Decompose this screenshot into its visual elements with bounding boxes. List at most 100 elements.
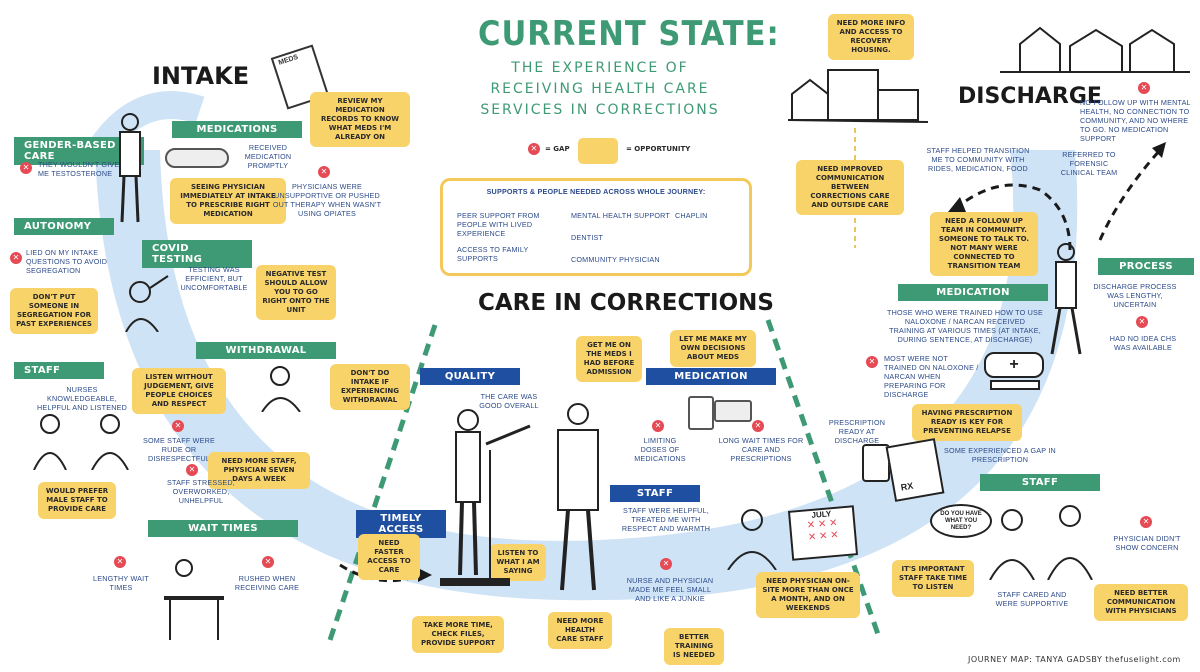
gap-icon: ✕	[318, 166, 330, 178]
physician-unsupportive-gap: PHYSICIANS WERE UNSUPPORTIVE OR PUSHED O…	[272, 182, 382, 218]
health-care-staff-note: NEED MORE HEALTH CARE STAFF	[548, 612, 612, 649]
staff-helped-text: STAFF HELPED TRANSITION ME TO COMMUNITY …	[926, 146, 1030, 173]
rx-gap-text: SOME EXPERIENCED A GAP IN PRESCRIPTION	[944, 446, 1056, 464]
buildings-illustration	[788, 69, 928, 123]
gap-icon: ✕	[172, 420, 184, 432]
gap-icon: ✕	[660, 558, 672, 570]
listen-judgement-note: LISTEN WITHOUT JUDGEMENT, GIVE PEOPLE CH…	[132, 368, 226, 414]
listen-note: LISTEN TO WHAT I AM SAYING	[490, 544, 546, 581]
take-time-listen-note: IT'S IMPORTANT STAFF TAKE TIME TO LISTEN	[892, 560, 974, 597]
physician-onsite-note: NEED PHYSICIAN ON-SITE MORE THAN ONCE A …	[756, 572, 860, 618]
support-item: MENTAL HEALTH SUPPORT	[571, 211, 670, 220]
gap-icon: ✕	[1140, 516, 1152, 528]
banner-staff-discharge: STAFF	[980, 474, 1100, 491]
banner-medication-discharge: MEDICATION	[898, 284, 1048, 301]
subtitle-line-1: THE EXPERIENCE OF	[511, 60, 689, 76]
covid-test-person-illustration	[125, 275, 169, 332]
person-discharge-illustration	[1050, 243, 1082, 355]
section-discharge: DISCHARGE	[958, 84, 1102, 109]
banner-wait-times: WAIT TIMES	[148, 520, 298, 537]
gap-icon: ✕	[186, 464, 198, 476]
support-item: COMMUNITY PHYSICIAN	[571, 255, 660, 264]
speech-bubble: DO YOU HAVE WHAT YOU NEED?	[930, 504, 992, 538]
staff-discharge-illustration	[989, 505, 1093, 580]
houses-illustration	[1000, 26, 1190, 73]
banner-autonomy: AUTONOMY	[14, 218, 114, 235]
withdrawal-note: DON'T DO INTAKE IF EXPERIENCING WITHDRAW…	[330, 364, 410, 410]
long-wait-gap: LONG WAIT TIMES FOR CARE AND PRESCRIPTIO…	[718, 436, 804, 463]
support-item: DENTIST	[571, 233, 604, 242]
legend-gap: = GAP	[545, 145, 570, 153]
own-decisions-note: LET ME MAKE MY OWN DECISIONS ABOUT MEDS	[670, 330, 756, 367]
recovery-housing-note: NEED MORE INFO AND ACCESS TO RECOVERY HO…	[828, 14, 914, 60]
male-staff-note: WOULD PREFER MALE STAFF TO PROVIDE CARE	[38, 482, 116, 519]
forensic-text: REFERRED TO FORENSIC CLINICAL TEAM	[1060, 150, 1118, 177]
rx-bottle-icon	[862, 444, 890, 482]
nurse-illustration	[727, 509, 777, 570]
gap-icon: ✕	[528, 143, 540, 155]
naloxone-gap: MOST WERE NOT TRAINED ON NALOXONE / NARC…	[884, 354, 979, 399]
blister-pack-icon	[714, 400, 752, 422]
negative-test-note: NEGATIVE TEST SHOULD ALLOW YOU TO GO RIG…	[256, 265, 336, 320]
gap-icon: ✕	[262, 556, 274, 568]
support-item: CHAPLIN	[675, 211, 708, 220]
calendar-icon: JULY ✕ ✕ ✕✕ ✕ ✕	[787, 505, 859, 561]
staff-rude-gap: SOME STAFF WERE RUDE OR DISRESPECTFUL	[143, 436, 215, 463]
nurses-text: NURSES KNOWLEDGEABLE, HELPFUL AND LISTEN…	[36, 385, 127, 412]
seeing-physician-note: SEEING PHYSICIAN IMMEDIATELY AT INTAKE T…	[170, 178, 286, 224]
better-training-note: BETTER TRAINING IS NEEDED	[664, 628, 724, 665]
improved-comm-note: NEED IMPROVED COMMUNICATION BETWEEN CORR…	[796, 160, 904, 215]
naloxone-kit-icon: +	[984, 352, 1044, 378]
staff-intake-illustration	[33, 414, 129, 470]
rx-relapse-note: HAVING PRESCRIPTION READY IS KEY FOR PRE…	[912, 404, 1022, 441]
gap-icon: ✕	[114, 556, 126, 568]
process-text: DISCHARGE PROCESS WAS LENGTHY, UNCERTAIN	[1093, 282, 1177, 309]
no-follow-up-gap: NO FOLLOW UP WITH MENTAL HEALTH, NO CONN…	[1080, 98, 1191, 143]
staff-stressed-gap: STAFF STRESSED, OVERWORKED, UNHELPFUL	[167, 478, 235, 505]
follow-up-team-note: NEED A FOLLOW UP TEAM IN COMMUNITY. SOME…	[930, 212, 1038, 276]
subtitle-line-3: SERVICES IN CORRECTIONS	[480, 102, 720, 118]
meds-before-admission-note: GET ME ON THE MEDS I HAD BEFORE ADMISSIO…	[576, 336, 642, 382]
banner-withdrawal: WITHDRAWAL	[196, 342, 336, 359]
waiting-person-illustration	[164, 559, 224, 640]
faster-access-note: NEED FASTER ACCESS TO CARE	[358, 534, 420, 580]
gap-icon: ✕	[1136, 316, 1148, 328]
banner-medication-care: MEDICATION	[646, 368, 776, 385]
syringe-icon	[990, 380, 1040, 390]
withdrawal-person-illustration	[261, 366, 301, 412]
wait-gap-1: LENGTHY WAIT TIMES	[93, 574, 149, 592]
gender-gap-text: THEY WOULDN'T GIVE ME TESTOSTERONE	[38, 160, 120, 178]
people-scale-illustration	[440, 403, 599, 591]
opportunity-swatch	[578, 138, 618, 164]
subtitle-line-2: RECEIVING HEALTH CARE	[490, 81, 710, 97]
person-intake-illustration	[119, 113, 141, 223]
support-item: ACCESS TO FAMILY SUPPORTS	[457, 245, 529, 263]
gap-icon: ✕	[866, 356, 878, 368]
covid-text: TESTING WAS EFFICIENT, BUT UNCOMFORTABLE	[180, 265, 248, 292]
rx-paper-icon: RX	[885, 438, 945, 502]
autonomy-gap-text: LIED ON MY INTAKE QUESTIONS TO AVOID SEG…	[26, 248, 108, 275]
review-records-note: REVIEW MY MEDICATION RECORDS TO KNOW WHA…	[310, 92, 410, 147]
staff-cared-text: STAFF CARED AND WERE SUPPORTIVE	[995, 590, 1069, 608]
more-time-note: TAKE MORE TIME, CHECK FILES, PROVIDE SUP…	[412, 616, 504, 653]
support-item: PEER SUPPORT FROM PEOPLE WITH LIVED EXPE…	[457, 211, 540, 238]
banner-quality: QUALITY	[420, 368, 520, 385]
received-meds-text: RECEIVED MEDICATION PROMPTLY	[244, 143, 292, 170]
gap-icon: ✕	[20, 162, 32, 174]
banner-staff-care: STAFF	[610, 485, 700, 502]
banner-medications: MEDICATIONS	[172, 121, 302, 138]
banner-covid-testing: COVID TESTING	[142, 240, 252, 268]
page-title: CURRENT STATE:	[478, 14, 780, 54]
credit: JOURNEY MAP: TANYA GADSBY thefuselight.c…	[968, 655, 1181, 664]
feel-small-gap: NURSE AND PHYSICIAN MADE ME FEEL SMALL A…	[626, 576, 714, 603]
section-intake: INTAKE	[152, 62, 250, 90]
better-comm-physicians-note: NEED BETTER COMMUNICATION WITH PHYSICIAN…	[1094, 584, 1188, 621]
pills-icon	[165, 148, 229, 168]
segregation-note: DON'T PUT SOMEONE IN SEGREGATION FOR PAS…	[10, 288, 98, 334]
banner-timely-access: TIMELY ACCESS	[356, 510, 446, 538]
page-subtitle: THE EXPERIENCE OF RECEIVING HEALTH CARE …	[470, 58, 730, 121]
section-care: CARE IN CORRECTIONS	[478, 290, 774, 316]
rx-label: RX	[899, 480, 915, 493]
physician-concern-gap: PHYSICIAN DIDN'T SHOW CONCERN	[1113, 534, 1181, 552]
supports-box: SUPPORTS & PEOPLE NEEDED ACROSS WHOLE JO…	[440, 178, 752, 276]
